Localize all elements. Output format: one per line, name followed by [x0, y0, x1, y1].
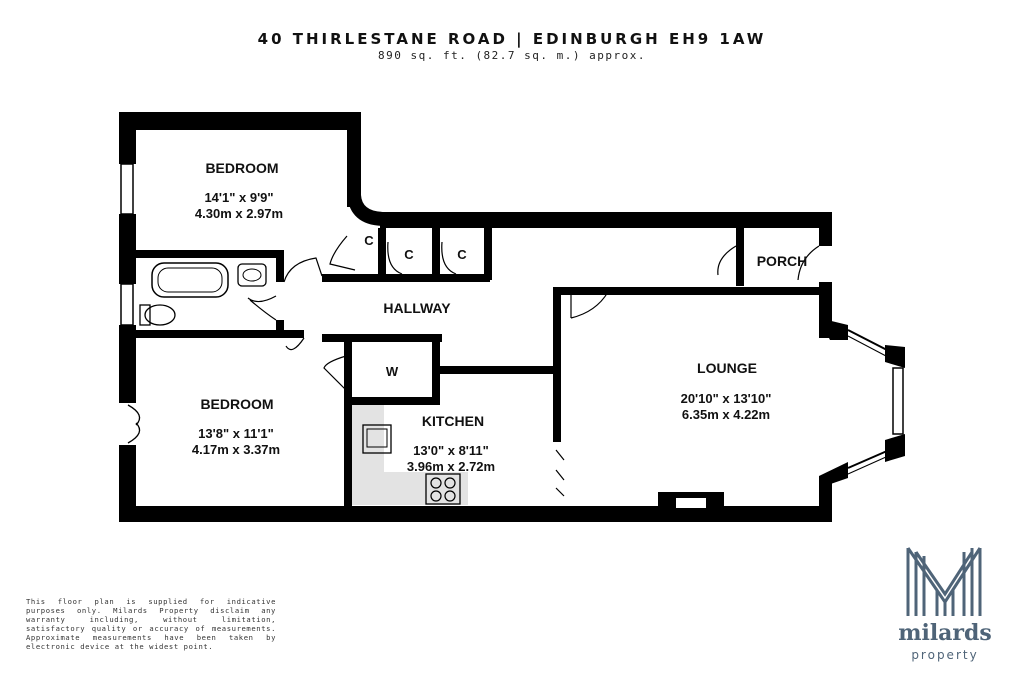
wall-top-corridor: [380, 212, 830, 228]
french-door-left: [127, 404, 141, 444]
wall-bottom: [119, 506, 832, 522]
kitchen-dim-imperial: 13'0" x 8'11": [413, 443, 489, 458]
bath-inner: [157, 267, 223, 293]
bedroom2-dim-imperial: 13'8" x 11'1": [198, 426, 274, 441]
bedroom2-door: [285, 337, 305, 351]
bay-bottom-post: [885, 434, 905, 462]
lounge-glazed-door: [555, 449, 565, 497]
wardrobe-door: [323, 355, 347, 391]
cupboard3-label: C: [457, 247, 467, 262]
lounge-dim-imperial: 20'10" x 13'10": [681, 391, 772, 406]
milards-logo-mark: [906, 547, 982, 616]
hob-ring: [430, 477, 442, 489]
wall-wardrobe-bottom: [346, 397, 440, 405]
wall-bathroom-right: [276, 250, 284, 282]
bedroom1-door: [283, 257, 323, 283]
wall-bathroom-right-low: [276, 320, 284, 338]
bedroom1-dim-metric: 4.30m x 2.97m: [195, 206, 283, 221]
wall-top-bedroom: [119, 112, 359, 130]
wall-bedroom2-top: [119, 330, 304, 338]
hob: [425, 473, 461, 505]
hob-ring: [444, 490, 456, 502]
cupboard2-label: C: [404, 247, 414, 262]
wall-porch-right: [819, 212, 832, 246]
wall-lounge-left: [553, 287, 561, 442]
wall-left-mid2: [119, 325, 136, 403]
wall-c3-right: [484, 228, 492, 280]
hob-ring: [444, 477, 456, 489]
fireplace-opening: [676, 498, 706, 508]
bay-window-bottom2: [847, 456, 887, 475]
kitchen-sink-bowl: [366, 428, 388, 448]
disclaimer-text: This floor plan is supplied for indicati…: [26, 597, 276, 651]
toilet-bowl: [144, 304, 176, 326]
kitchen-worktop: [350, 405, 384, 505]
bay-window-bottom: [847, 450, 888, 469]
lounge-label: LOUNGE: [697, 360, 757, 376]
wall-c2-right: [432, 228, 440, 280]
wardrobe-label: W: [386, 364, 399, 379]
bedroom1-label: BEDROOM: [205, 160, 278, 176]
bay-window-top2: [847, 335, 887, 357]
logo-subtitle: property: [911, 648, 979, 662]
bay-top-post: [885, 345, 905, 368]
kitchen-sink: [362, 424, 392, 454]
wall-left-bottom: [119, 445, 136, 522]
page-title: 40 THIRLESTANE ROAD | EDINBURGH EH9 1AW: [257, 30, 767, 48]
wall-kitchen-top: [322, 334, 442, 342]
kitchen-dim-metric: 3.96m x 2.72m: [407, 459, 495, 474]
lounge-door: [570, 291, 609, 319]
lounge-dim-metric: 6.35m x 4.22m: [682, 407, 770, 422]
hallway-label: HALLWAY: [383, 300, 451, 316]
kitchen-label: KITCHEN: [422, 413, 484, 429]
wall-porch-left: [736, 228, 744, 286]
wall-c1-left: [378, 228, 386, 280]
toilet-cistern: [139, 304, 151, 326]
bathroom-door: [247, 295, 277, 321]
area-summary: 890 sq. ft. (82.7 sq. m.) approx.: [377, 49, 647, 62]
wall-curve: [347, 195, 385, 226]
basin-bowl: [242, 268, 262, 282]
window-left-1: [120, 163, 134, 215]
hob-ring: [430, 490, 442, 502]
bath: [151, 262, 229, 298]
bedroom2-dim-metric: 4.17m x 3.37m: [192, 442, 280, 457]
cupboard2-door: [387, 241, 403, 275]
cupboard3-door: [441, 241, 457, 275]
cupboard1-label: C: [364, 233, 374, 248]
bay-window-front: [892, 367, 904, 435]
bedroom1-dim-imperial: 14'1" x 9'9": [204, 190, 273, 205]
wall-kitchen-left: [344, 342, 352, 506]
porch-door: [717, 245, 820, 281]
porch-label: PORCH: [757, 253, 808, 269]
bay-window-top: [847, 329, 888, 351]
window-left-2: [120, 283, 134, 326]
bay-corner-top: [819, 318, 848, 340]
basin: [237, 263, 267, 287]
wall-wardrobe-right: [432, 334, 440, 404]
french-door-gap: [119, 403, 136, 445]
wall-left-mid1: [119, 214, 136, 284]
wall-kitchen-top2: [437, 366, 557, 374]
wall-bedroom-right: [347, 112, 361, 207]
logo-name: milards: [898, 620, 992, 646]
bedroom2-label: BEDROOM: [200, 396, 273, 412]
wall-bedroom1-bottom: [119, 250, 284, 258]
wall-lounge-top: [555, 287, 827, 295]
cupboard1-door: [329, 235, 356, 271]
wall-hall-top: [322, 274, 490, 282]
